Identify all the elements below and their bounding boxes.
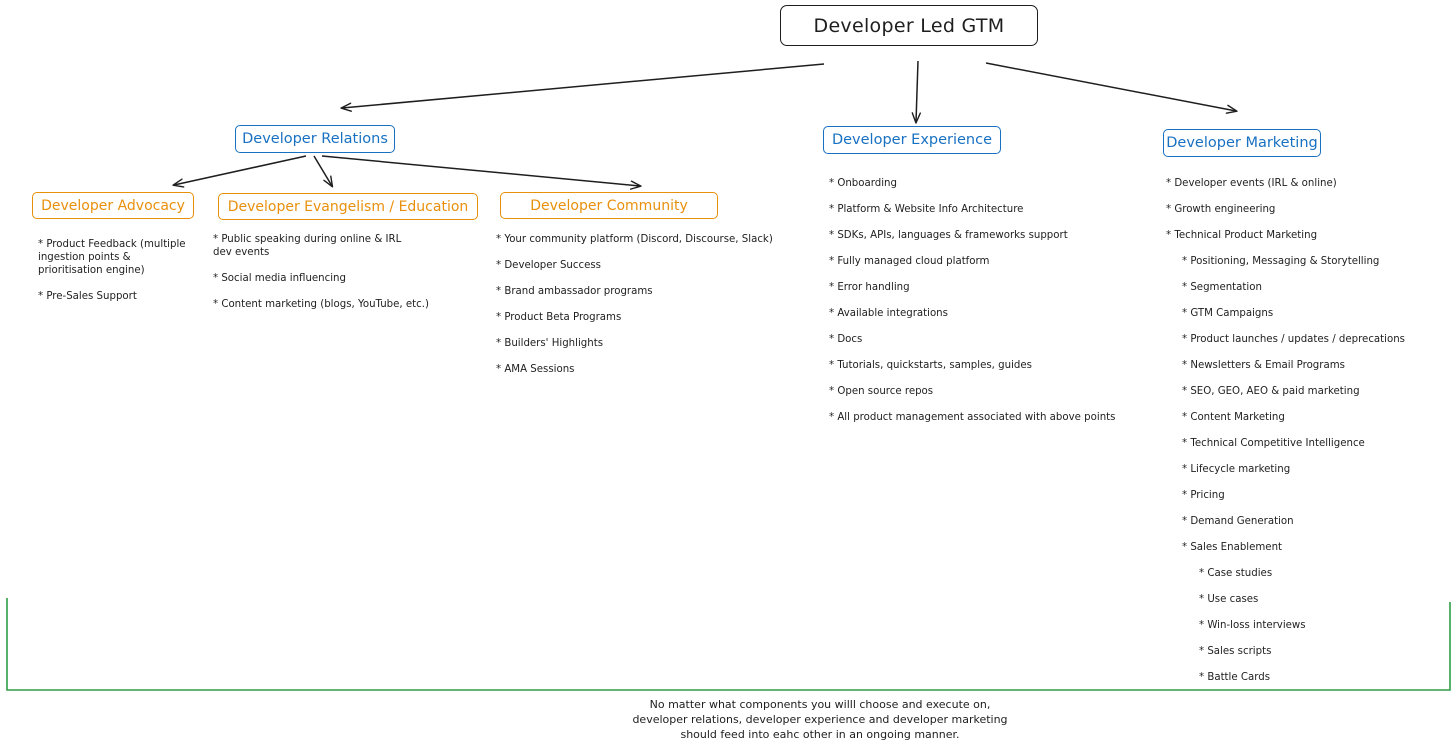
developer-advocacy-node: Developer Advocacy xyxy=(32,192,194,219)
marketing-item: * Use cases xyxy=(1199,594,1259,605)
experience-item: * Available integrations xyxy=(829,308,948,319)
marketing-item: * Battle Cards xyxy=(1199,672,1271,683)
community-item: * Your community platform (Discord, Disc… xyxy=(496,234,773,245)
marketing-item: * Demand Generation xyxy=(1182,516,1294,527)
footer-line: should feed into eahc other in an ongoin… xyxy=(680,728,960,741)
evangelism-item: * Content marketing (blogs, YouTube, etc… xyxy=(213,299,429,310)
experience-list: * Onboarding * Platform & Website Info A… xyxy=(829,177,1129,437)
footer-note: No matter what components you willl choo… xyxy=(580,697,1060,742)
marketing-item: * Lifecycle marketing xyxy=(1182,464,1291,475)
marketing-item: * GTM Campaigns xyxy=(1182,308,1274,319)
root-node: Developer Led GTM xyxy=(780,5,1038,46)
developer-community-node: Developer Community xyxy=(500,192,718,219)
marketing-item: * Segmentation xyxy=(1182,282,1262,293)
experience-item: * Onboarding xyxy=(829,178,897,189)
community-item: * Brand ambassador programs xyxy=(496,286,653,297)
marketing-item: * Newsletters & Email Programs xyxy=(1182,360,1345,371)
marketing-item: * Positioning, Messaging & Storytelling xyxy=(1182,256,1380,267)
evangelism-item: * Social media influencing xyxy=(213,273,346,284)
experience-item: * Open source repos xyxy=(829,386,934,397)
developer-evangelism-node: Developer Evangelism / Education xyxy=(218,193,478,220)
community-item: * Product Beta Programs xyxy=(496,312,622,323)
arrow-relations-to-evangelism xyxy=(313,155,334,188)
marketing-item: * Case studies xyxy=(1199,568,1273,579)
community-item: * Builders' Highlights xyxy=(496,338,604,349)
marketing-item: * Win-loss interviews xyxy=(1199,620,1306,631)
developer-advocacy-label: Developer Advocacy xyxy=(41,197,185,214)
experience-item: * Platform & Website Info Architecture xyxy=(829,204,1024,215)
experience-item: * Tutorials, quickstarts, samples, guide… xyxy=(829,360,1032,371)
developer-experience-label: Developer Experience xyxy=(831,132,993,148)
experience-item: * All product management associated with… xyxy=(829,412,1116,423)
footer-line: developer relations, developer experienc… xyxy=(632,713,1008,726)
experience-item: * SDKs, APIs, languages & frameworks sup… xyxy=(829,230,1068,241)
advocacy-list: * Product Feedback (multiple ingestion p… xyxy=(38,238,198,316)
marketing-item: * Developer events (IRL & online) xyxy=(1166,178,1337,189)
arrow-relations-to-community xyxy=(321,155,642,190)
marketing-item: * SEO, GEO, AEO & paid marketing xyxy=(1182,386,1360,397)
advocacy-item: * Product Feedback (multiple ingestion p… xyxy=(38,239,186,276)
marketing-item: * Sales Enablement xyxy=(1182,542,1283,553)
experience-item: * Error handling xyxy=(829,282,910,293)
experience-item: * Fully managed cloud platform xyxy=(829,256,990,267)
developer-relations-label: Developer Relations xyxy=(242,131,388,147)
developer-relations-node: Developer Relations xyxy=(235,125,395,153)
footer-line: No matter what components you willl choo… xyxy=(649,698,991,711)
arrow-root-to-experience xyxy=(911,60,921,124)
developer-evangelism-label: Developer Evangelism / Education xyxy=(227,198,469,215)
evangelism-list: * Public speaking during online & IRL de… xyxy=(213,233,429,324)
marketing-item: * Pricing xyxy=(1182,490,1225,501)
marketing-item: * Sales scripts xyxy=(1199,646,1272,657)
developer-community-label: Developer Community xyxy=(530,197,688,214)
marketing-item: * Growth engineering xyxy=(1166,204,1276,215)
marketing-item: * Technical Product Marketing xyxy=(1166,230,1318,241)
community-item: * Developer Success xyxy=(496,260,601,271)
developer-marketing-node: Developer Marketing xyxy=(1163,129,1321,157)
developer-experience-node: Developer Experience xyxy=(823,126,1001,154)
marketing-item: * Content Marketing xyxy=(1182,412,1285,423)
arrow-root-to-relations xyxy=(340,63,825,112)
arrow-relations-to-advocacy xyxy=(172,155,307,188)
experience-item: * Docs xyxy=(829,334,863,345)
advocacy-item: * Pre-Sales Support xyxy=(38,291,137,302)
marketing-item: * Product launches / updates / deprecati… xyxy=(1182,334,1405,345)
developer-marketing-label: Developer Marketing xyxy=(1166,135,1318,151)
feedback-bracket xyxy=(6,598,1451,691)
marketing-item: * Technical Competitive Intelligence xyxy=(1182,438,1365,449)
arrow-root-to-marketing xyxy=(985,62,1238,114)
root-label: Developer Led GTM xyxy=(813,14,1005,37)
marketing-list: * Developer events (IRL & online) * Growt… xyxy=(1166,177,1451,697)
community-list: * Your community platform (Discord, Disc… xyxy=(496,233,786,389)
evangelism-item: * Public speaking during online & IRL de… xyxy=(213,234,402,258)
community-item: * AMA Sessions xyxy=(496,364,575,375)
